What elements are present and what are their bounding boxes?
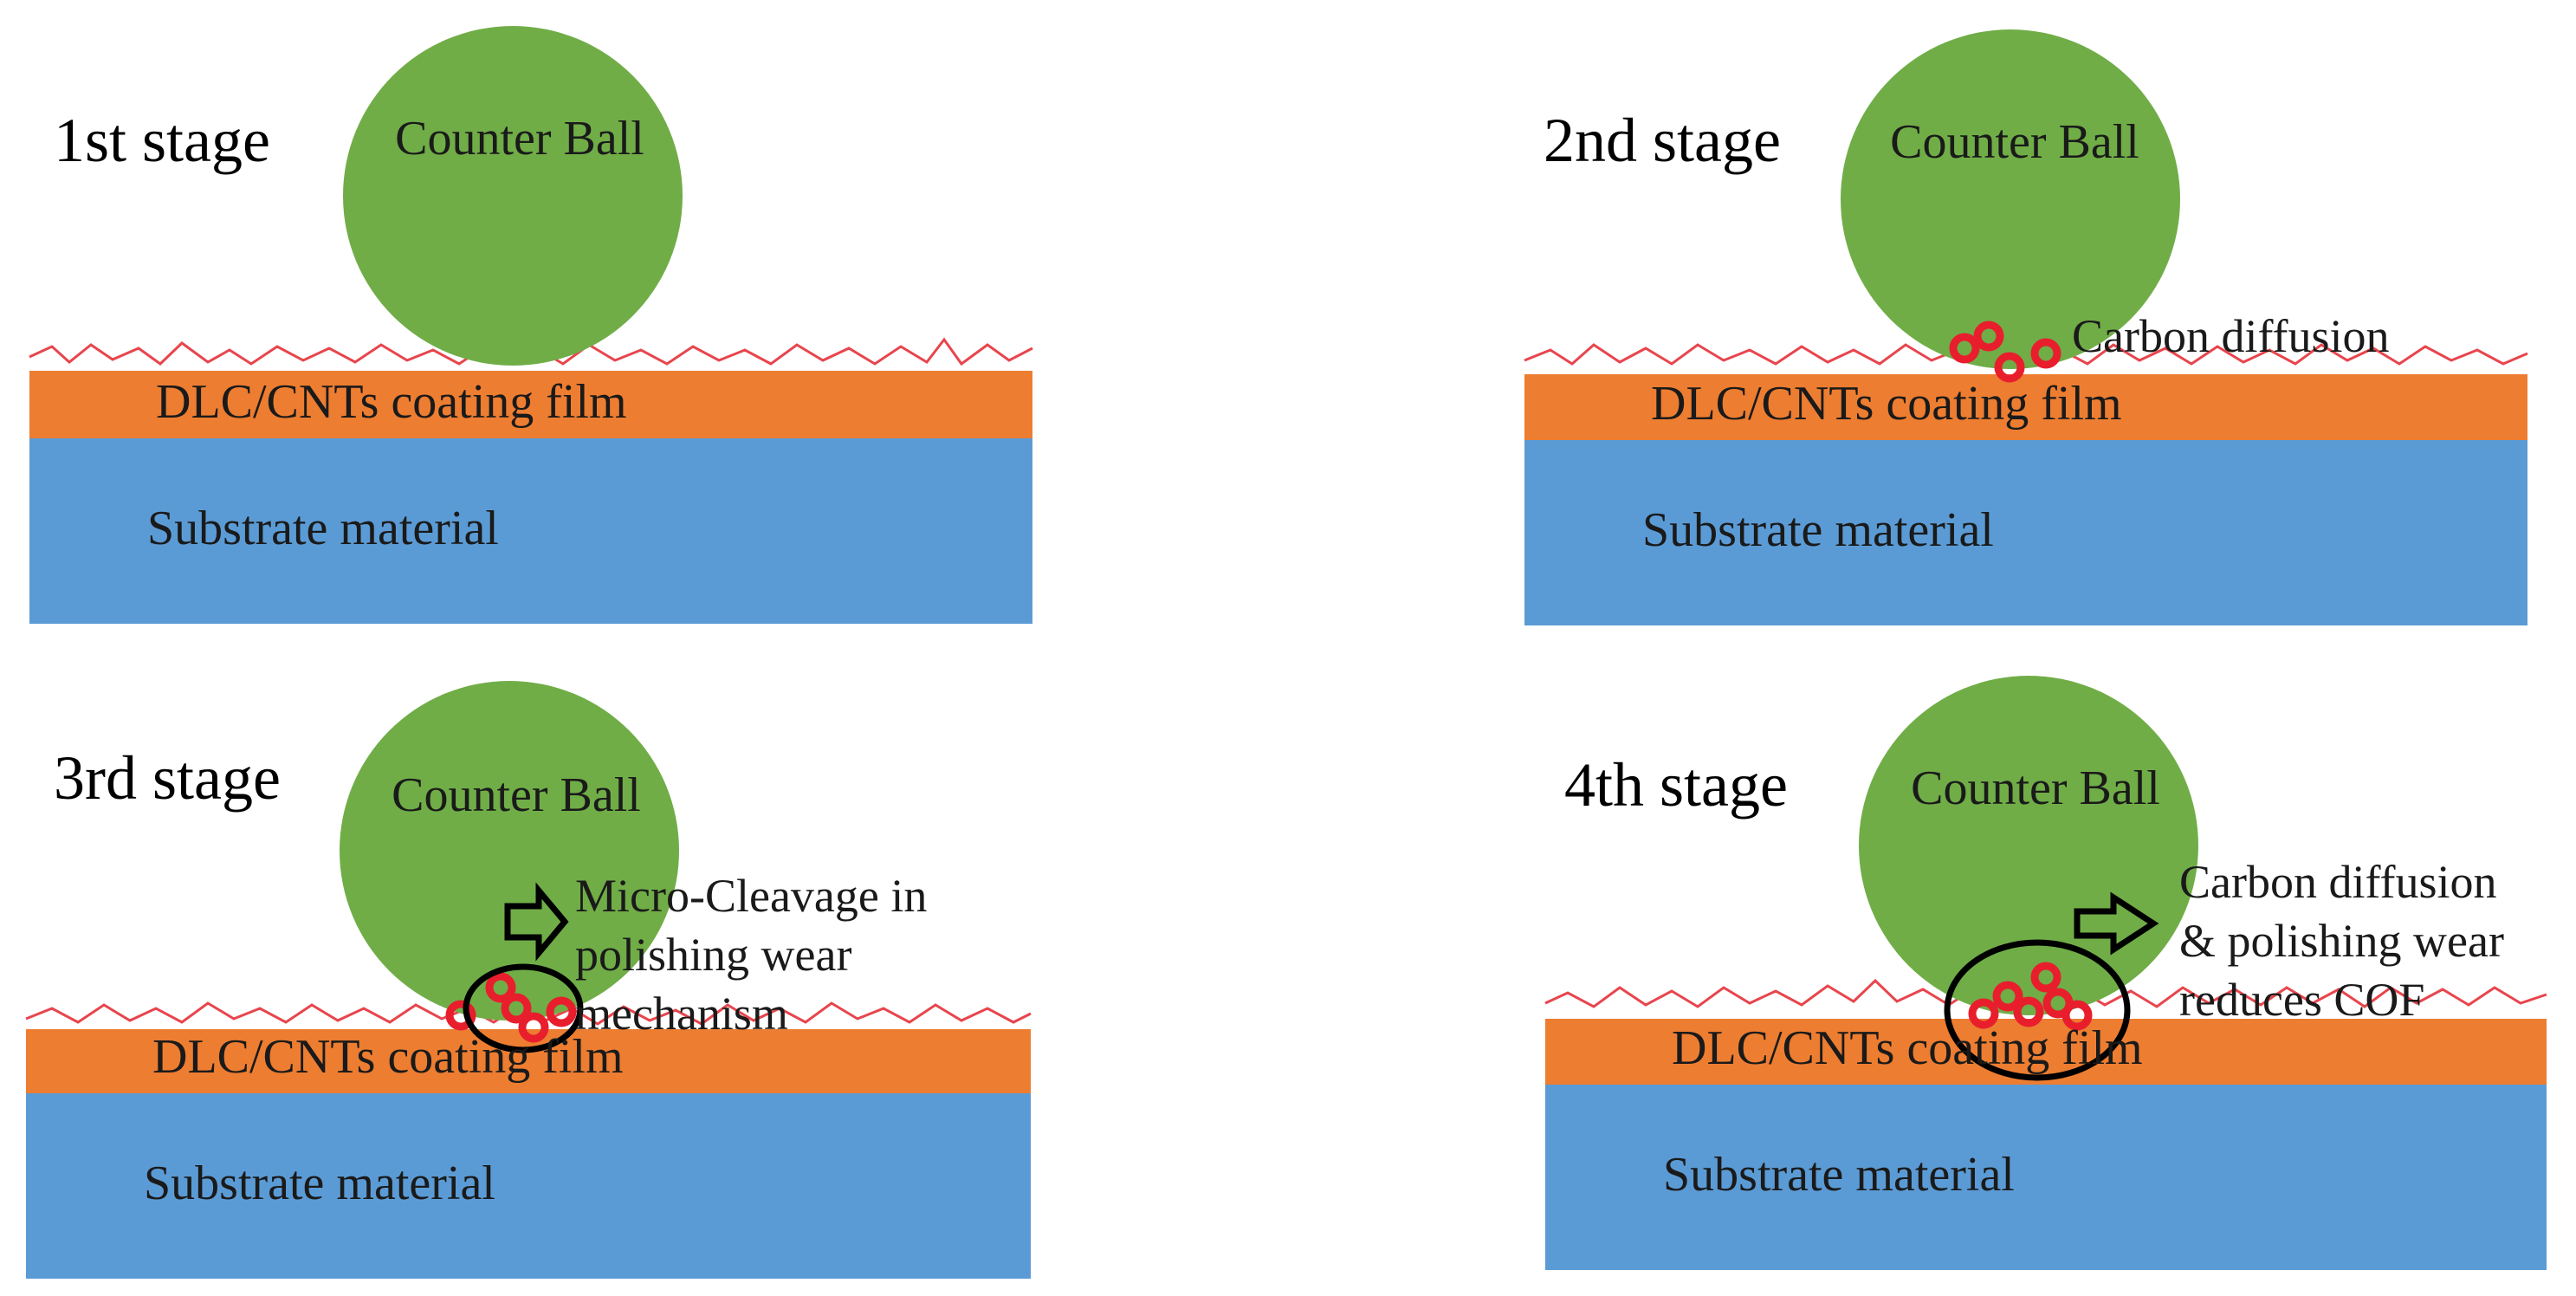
carbon-particle: [501, 993, 532, 1024]
coating-label: DLC/CNTs coating film: [1672, 1021, 2143, 1075]
coating-layer: [29, 371, 1032, 438]
carbon-particle: [1992, 981, 2023, 1012]
micro-cleavage-annotation-line-3: mechanism: [575, 988, 788, 1040]
coating-label: DLC/CNTs coating film: [156, 375, 627, 429]
carbon-diffusion-annotation: Carbon diffusion: [2072, 310, 2389, 362]
substrate-layer: [1524, 440, 2527, 625]
coating-layer: [1545, 1019, 2547, 1085]
carbon-particle: [1994, 352, 2025, 383]
panel-4th-stage: 4th stage Counter Ball Carbon diffusion …: [1544, 676, 2547, 1270]
micro-cleavage-annotation-line-2: polishing wear: [575, 929, 851, 981]
panel-2nd-stage: 2nd stage Counter Ball Carbon diffusion …: [1524, 29, 2528, 625]
carbon-particle: [485, 972, 516, 1003]
carbon-particles: [1949, 321, 2061, 383]
carbon-particle: [518, 1012, 549, 1043]
counter-ball: [340, 681, 679, 1021]
coating-label: DLC/CNTs coating film: [152, 1030, 624, 1084]
carbon-particle: [2061, 1000, 2093, 1031]
carbon-diffusion-annotation-line-1: Carbon diffusion: [2179, 856, 2496, 908]
panel-3rd-stage: 3rd stage Counter Ball Micro-Cleavage in…: [25, 681, 1032, 1279]
carbon-particles: [1968, 962, 2093, 1031]
carbon-diffusion-annotation-line-2: & polishing wear: [2179, 915, 2504, 967]
carbon-particles: [445, 972, 577, 1043]
counter-ball-label: Counter Ball: [1890, 115, 2139, 169]
coating-layer: [1524, 374, 2527, 440]
panel-1st-stage: 1st stage Counter Ball DLC/CNTs coating …: [29, 26, 1033, 624]
counter-ball-label: Counter Ball: [395, 112, 644, 165]
counter-ball: [1859, 676, 2198, 1015]
coating-label: DLC/CNTs coating film: [1651, 377, 2122, 431]
carbon-diffusion-annotation-line-3: reduces COF: [2179, 974, 2424, 1026]
substrate-label: Substrate material: [1642, 503, 1994, 557]
substrate-label: Substrate material: [1663, 1148, 2015, 1202]
micro-cleavage-annotation-line-1: Micro-Cleavage in: [575, 870, 927, 922]
arrow-icon: [2074, 891, 2159, 956]
carbon-particle: [1949, 333, 1980, 364]
carbon-particle: [1973, 321, 2004, 352]
carbon-particle: [2030, 962, 2061, 993]
carbon-particle: [546, 996, 577, 1027]
highlight-ellipse: [1944, 939, 2131, 1081]
stage-title: 2nd stage: [1544, 106, 1781, 175]
stage-title: 3rd stage: [54, 743, 281, 813]
carbon-particle: [445, 1000, 476, 1031]
highlight-ellipse: [463, 963, 584, 1053]
stage-title: 1st stage: [54, 106, 270, 175]
counter-ball-label: Counter Ball: [1911, 761, 2160, 815]
carbon-particle: [1968, 998, 1999, 1029]
substrate-label: Substrate material: [144, 1157, 495, 1210]
carbon-particle: [2030, 338, 2061, 369]
stage-title: 4th stage: [1564, 750, 1788, 820]
substrate-layer: [26, 1093, 1031, 1279]
substrate-layer: [1545, 1085, 2547, 1270]
counter-ball: [1841, 29, 2180, 369]
carbon-particle: [2013, 996, 2044, 1027]
arrow-icon: [504, 882, 569, 962]
substrate-label: Substrate material: [147, 502, 499, 555]
substrate-layer: [29, 438, 1032, 624]
counter-ball-label: Counter Ball: [392, 768, 641, 822]
counter-ball: [343, 26, 683, 366]
